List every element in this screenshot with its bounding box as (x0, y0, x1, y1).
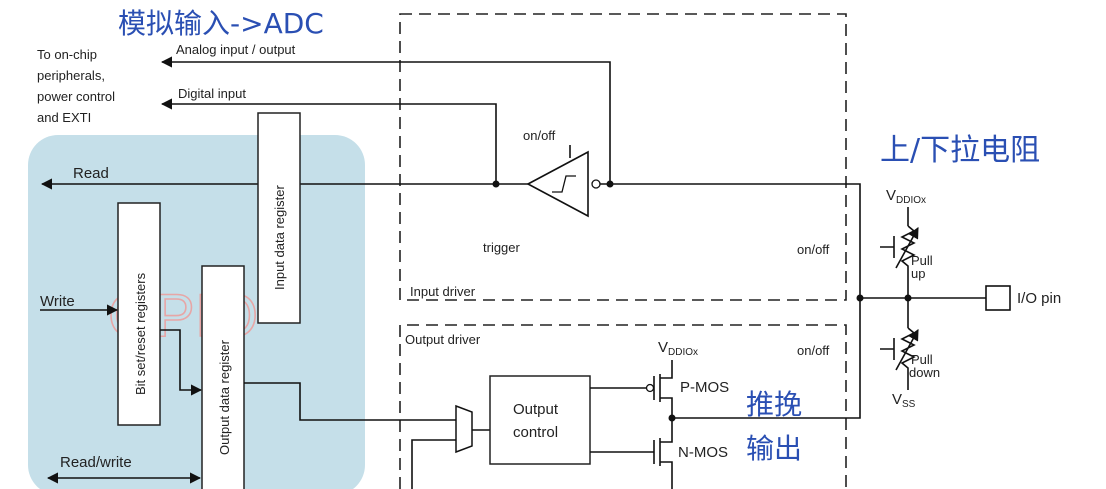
pmos-gate-bubble (645, 383, 655, 393)
analog-wire (160, 56, 611, 184)
to-onchip-label-3: power control (37, 89, 115, 104)
pull-resistor-annotation: 上/下拉电阻 (880, 133, 1040, 168)
pull-up-label-2: up (911, 266, 925, 281)
alt-function-wire (411, 439, 456, 489)
push-pull-annotation-line1: 推挽 (746, 388, 802, 421)
to-onchip-label-1: To on-chip (37, 47, 97, 62)
input-driver-box (399, 13, 847, 301)
trigger-output-bubble (591, 179, 601, 189)
pull-down-on-off-label: on/off (797, 343, 830, 358)
to-onchip-label-2: peripherals, (37, 68, 105, 83)
digital-input-label: Digital input (178, 86, 246, 101)
junction-digital (492, 180, 500, 188)
read-write-label: Read/write (60, 454, 132, 471)
pull-up-switch (880, 236, 895, 258)
output-data-register-label: Output data register (217, 339, 232, 455)
junction-analog (606, 180, 614, 188)
pull-vss-label: VSS (892, 391, 916, 410)
output-vdd-label: VDDIOx (658, 339, 698, 358)
output-control-box (489, 375, 591, 465)
read-label: Read (73, 165, 109, 182)
output-driver-box (399, 324, 847, 489)
input-data-register-label: Input data register (272, 185, 287, 290)
output-control-label-1: Output (513, 401, 559, 418)
pmos-label: P-MOS (680, 379, 729, 396)
pull-down-label-2: down (909, 365, 940, 380)
io-pin-box (985, 285, 1011, 311)
pull-up-label-1: Pull (911, 253, 933, 268)
digital-input-wire (160, 98, 497, 184)
io-pin-label: I/O pin (1017, 290, 1061, 307)
pull-down-label-1: Pull (911, 352, 933, 367)
push-pull-annotation-line2: 输出 (746, 432, 802, 465)
pin-bus-wire (600, 183, 861, 419)
input-driver-label: Input driver (410, 284, 476, 299)
pull-down-switch (880, 338, 895, 360)
bit-set-reset-register (117, 202, 161, 426)
input-data-register (257, 112, 301, 324)
output-driver-label: Output driver (405, 332, 481, 347)
bit-set-reset-register-label: Bit set/reset registers (133, 272, 148, 395)
nmos-label: N-MOS (678, 444, 728, 461)
output-control-label-2: control (513, 424, 558, 441)
trigger-label: trigger (483, 240, 521, 255)
nmos-transistor (653, 418, 673, 489)
pull-down-adjust-arrow (895, 329, 919, 371)
analog-adc-annotation: 模拟输入->ADC (118, 7, 324, 40)
hysteresis-icon (552, 175, 576, 193)
to-onchip-label-4: and EXTI (37, 110, 91, 125)
pull-up-on-off-label: on/off (797, 242, 830, 257)
bsrr-to-odr-wire (160, 329, 203, 396)
odr-to-mux-wire (244, 382, 456, 421)
analog-io-label: Analog input / output (176, 42, 296, 57)
output-mux (455, 404, 473, 454)
junction-mos-drain (668, 414, 676, 422)
write-label: Write (40, 293, 75, 310)
schmitt-trigger (526, 150, 589, 218)
pmos-transistor (653, 360, 673, 418)
pull-up-adjust-arrow (895, 227, 919, 269)
pull-vdd-label: VDDIOx (886, 187, 926, 206)
trigger-on-off-label: on/off (523, 128, 556, 143)
